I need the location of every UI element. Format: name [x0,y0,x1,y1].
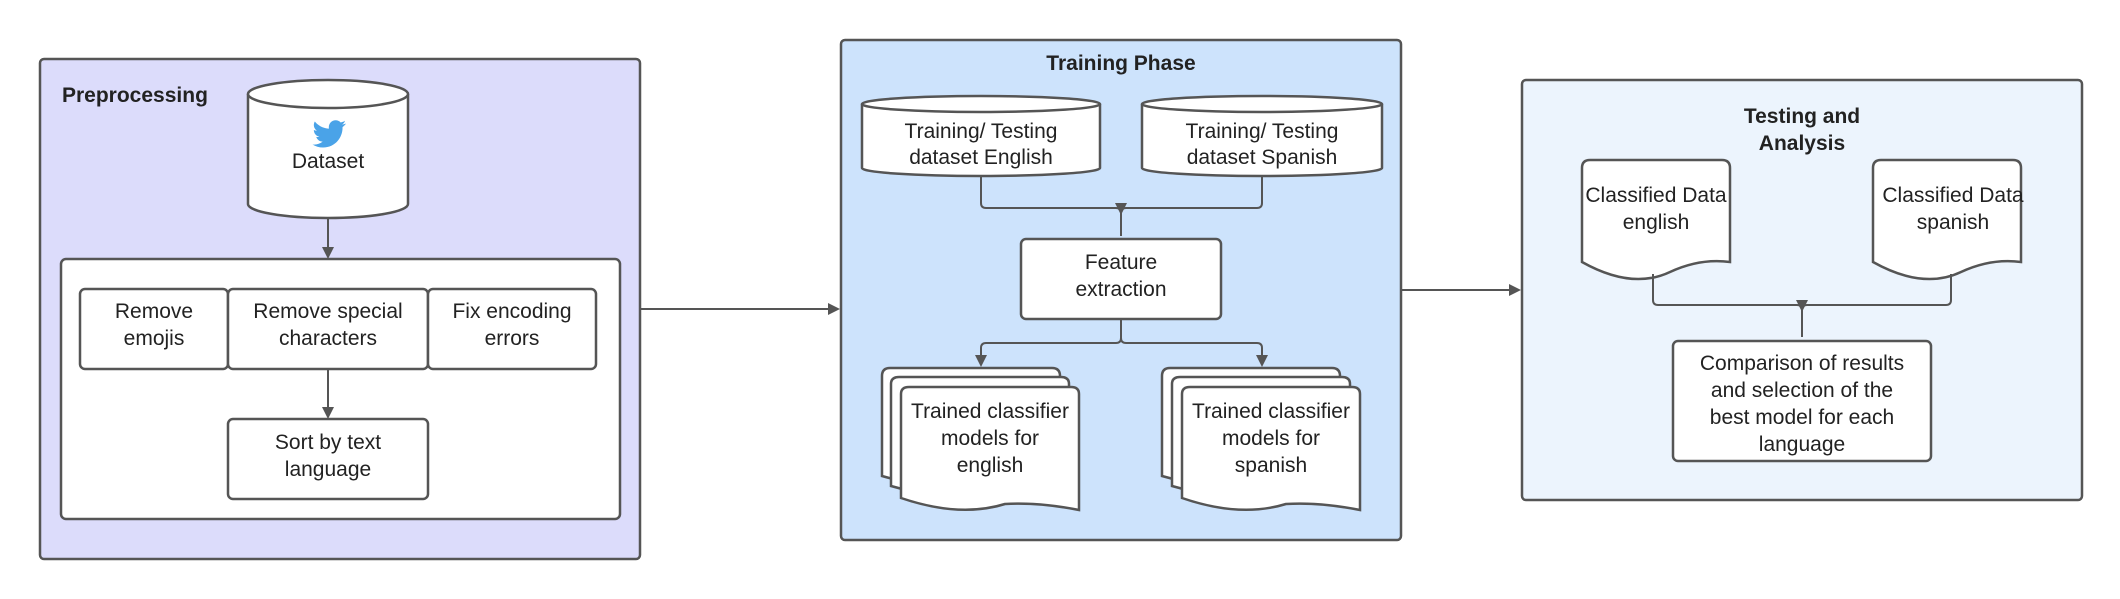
remove-emojis-line1: Remove [115,300,193,323]
sort-language-line1: Sort by text [275,431,381,454]
feature-line2: extraction [1075,278,1166,301]
models-spanish-line1: Trained classifier [1192,400,1350,423]
models-english-multidoc: Trained classifier models for english [880,366,1081,512]
remove-special-line2: characters [279,327,377,350]
comparison-node: Comparison of results and selection of t… [1671,339,1933,463]
dataset-cylinder: Dataset [246,78,410,220]
classified-english-line2: english [1623,211,1690,234]
dataset-spanish-cylinder: Training/ Testing dataset Spanish [1140,94,1384,178]
sort-language-line2: language [285,458,371,481]
models-english-line2: models for [941,427,1039,450]
classified-spanish-line1: Classified Data [1882,184,2024,207]
dataset-english-line1: Training/ Testing [905,120,1058,143]
models-spanish-line2: models for [1222,427,1320,450]
dataset-spanish-line1: Training/ Testing [1186,120,1339,143]
models-spanish-line3: spanish [1235,454,1307,477]
comparison-line3: best model for each [1710,406,1894,429]
twitter-bird-icon [312,120,347,148]
fix-encoding-errors-node: Fix encoding errors [426,287,598,371]
preprocessing-title: Preprocessing [62,84,208,107]
comparison-line4: language [1759,433,1845,456]
connector-feature-to-models-spanish [1120,337,1268,367]
dataset-label: Dataset [292,150,365,173]
remove-emojis-line2: emojis [124,327,185,350]
dataset-english-line2: dataset English [909,146,1053,169]
classified-english-line1: Classified Data [1585,184,1727,207]
fix-encoding-line1: Fix encoding [452,300,571,323]
testing-panel: Testing and Analysis Classified Data eng… [1520,78,2084,502]
remove-special-line1: Remove special [253,300,402,323]
training-title: Training Phase [1046,52,1195,75]
testing-title-line2: Analysis [1759,132,1845,155]
dataset-english-cylinder: Training/ Testing dataset English [860,94,1102,178]
models-english-line3: english [957,454,1024,477]
classified-spanish-doc: Classified Data spanish [1871,158,2024,281]
classified-spanish-line2: spanish [1917,211,1989,234]
dataset-spanish-line2: dataset Spanish [1187,146,1338,169]
models-english-line1: Trained classifier [911,400,1069,423]
classified-english-doc: Classified Data english [1580,158,1732,281]
preprocessing-panel: Preprocessing Dataset Remove emojis Remo… [38,57,642,561]
testing-title-line1: Testing and [1744,105,1860,128]
sort-by-language-node: Sort by text language [226,417,430,501]
connector-classified-to-comparison [1652,274,1952,337]
comparison-line2: and selection of the [1711,379,1893,402]
models-spanish-multidoc: Trained classifier models for spanish [1160,366,1362,512]
remove-emojis-node: Remove emojis [78,287,230,371]
feature-line1: Feature [1085,251,1157,274]
remove-special-characters-node: Remove special characters [226,287,430,371]
fix-encoding-line2: errors [485,327,540,350]
connector-datasets-to-feature [980,176,1263,236]
feature-extraction-node: Feature extraction [1019,237,1223,321]
comparison-line1: Comparison of results [1700,352,1904,375]
training-panel: Training Phase Training/ Testing dataset… [839,38,1403,542]
